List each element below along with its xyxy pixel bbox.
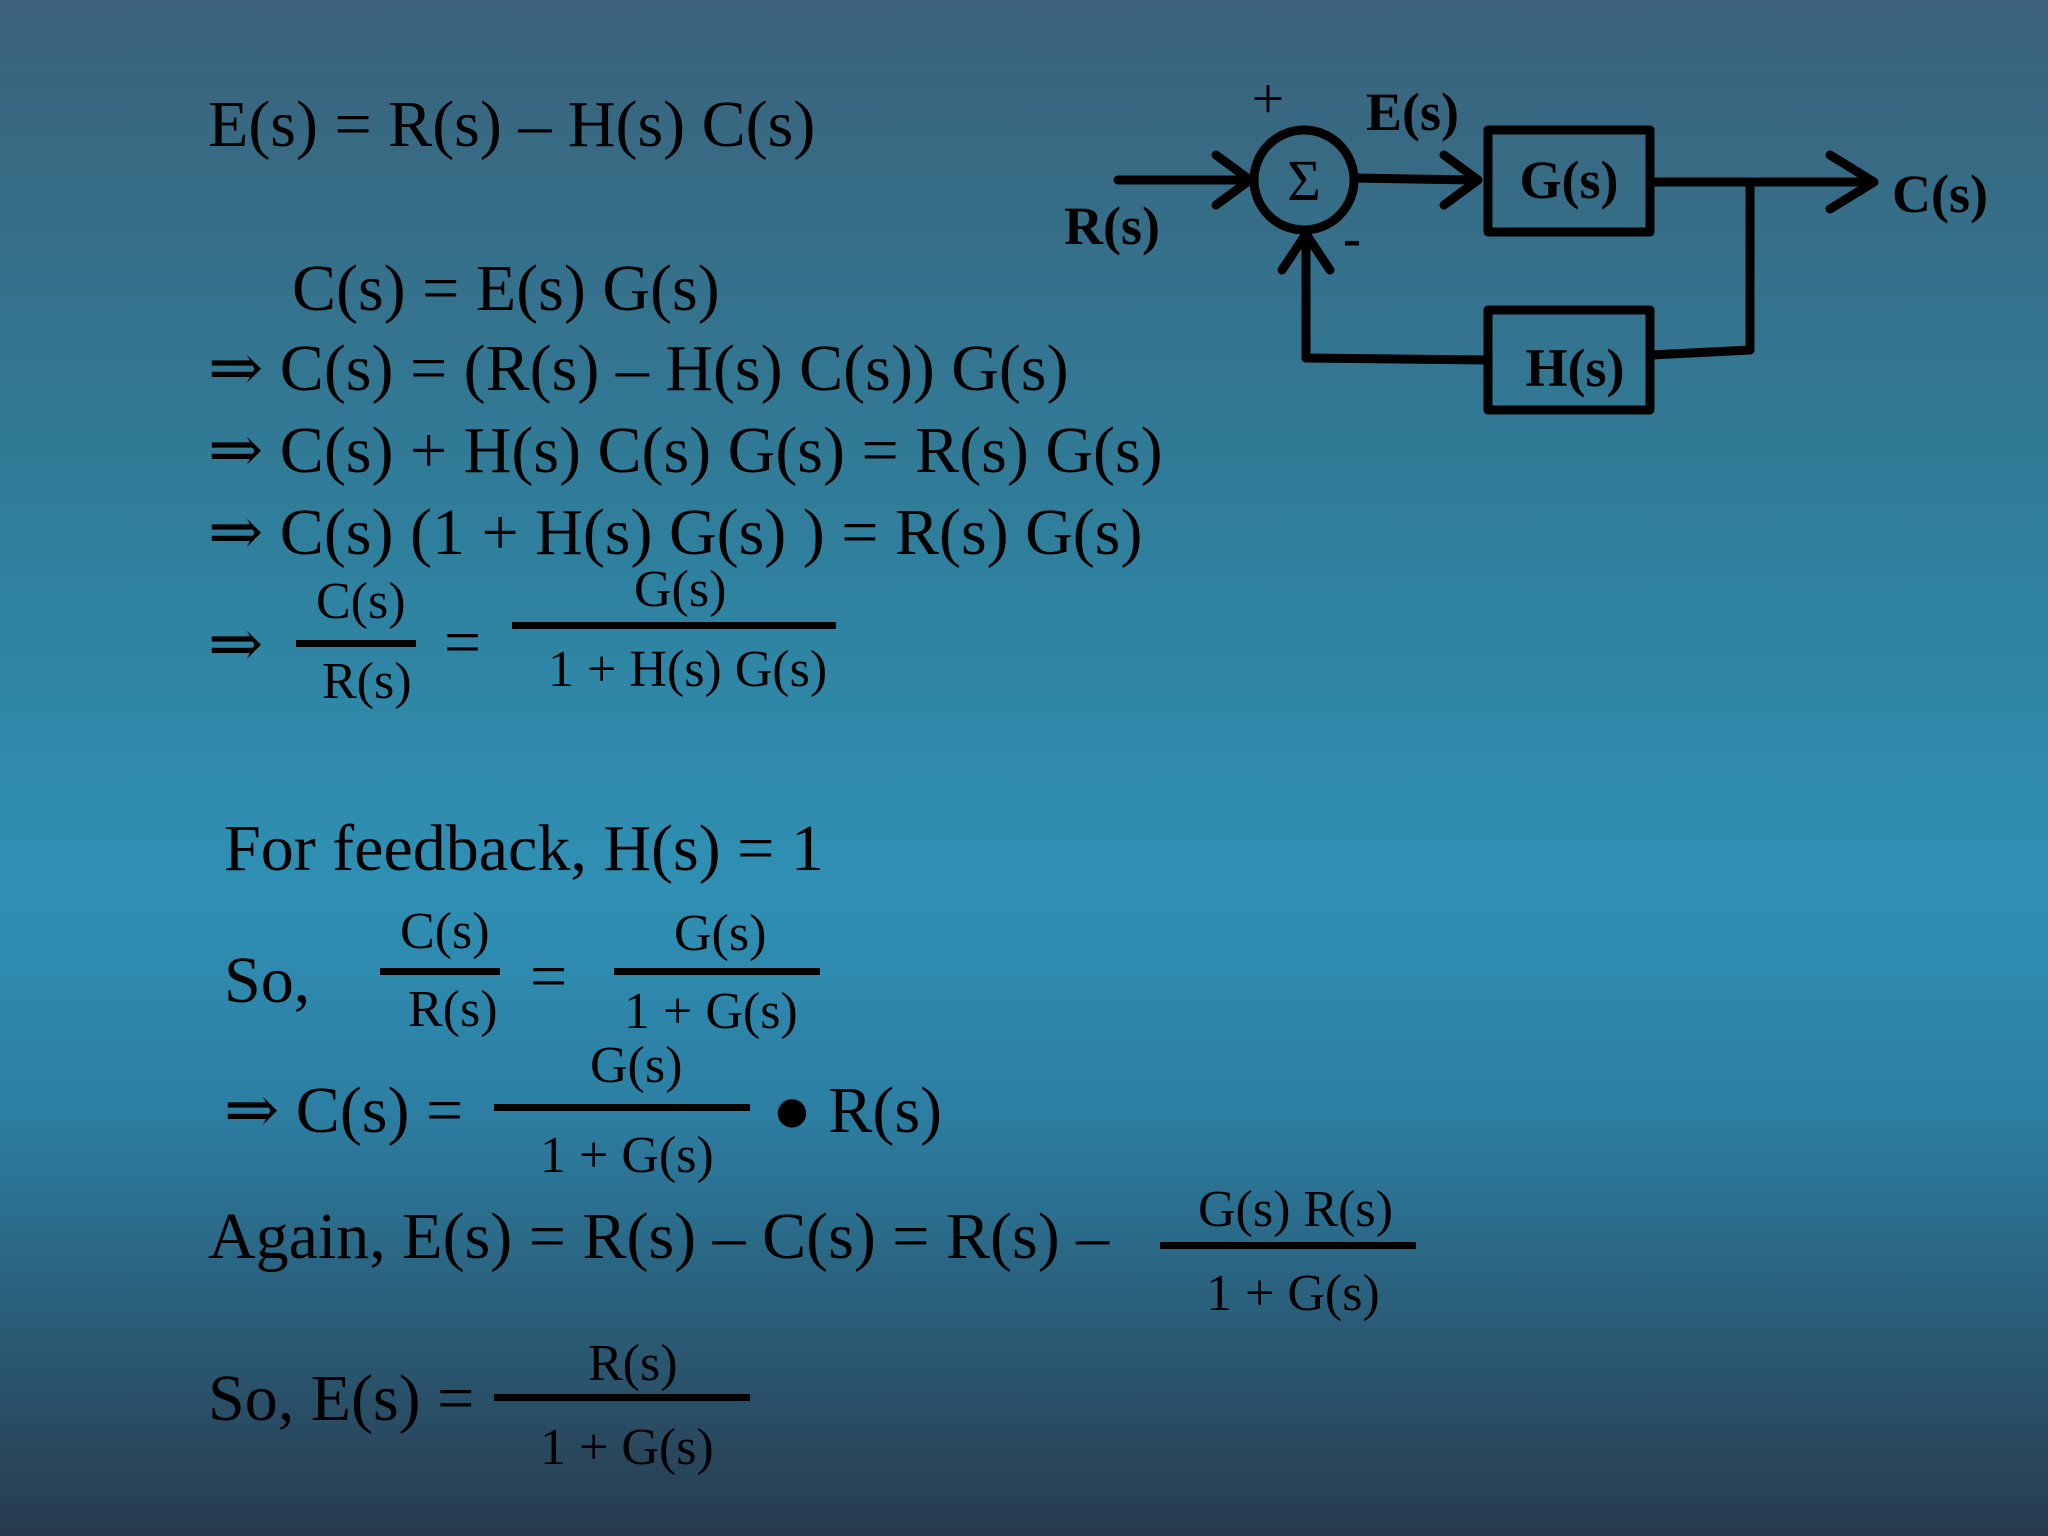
error-definition: E(s) = R(s) – H(s) C(s)	[208, 88, 816, 161]
feedback-heading: For feedback, H(s) = 1	[224, 812, 824, 885]
so-right-denominator: 1 + G(s)	[624, 983, 798, 1040]
so-right-fraction-bar	[614, 968, 820, 975]
step4-left-numerator: C(s)	[316, 573, 406, 630]
error-signal-line	[1349, 173, 1481, 185]
error-result-numerator: R(s)	[588, 1335, 678, 1392]
feedback-left-line	[1301, 353, 1493, 365]
again-prefix: Again, E(s) = R(s) – C(s) = R(s) –	[208, 1200, 1110, 1273]
so-left-fraction-bar	[380, 968, 500, 975]
minus-sign: -	[1343, 208, 1361, 268]
step4-right-fraction-bar	[512, 622, 836, 629]
forward-block-label: G(s)	[1520, 150, 1619, 210]
feedback-right-line	[1645, 345, 1755, 360]
closed-loop-output-numerator: G(s)	[590, 1037, 683, 1094]
feedback-block-label: H(s)	[1526, 338, 1625, 398]
closed-loop-output-denominator: 1 + G(s)	[540, 1127, 714, 1184]
error-result-fraction-bar	[494, 1394, 750, 1401]
derivation-step-3: ⇒ C(s) (1 + H(s) G(s) ) = R(s) G(s)	[208, 496, 1143, 569]
step4-right-numerator: G(s)	[634, 561, 727, 618]
so-left-denominator: R(s)	[408, 981, 498, 1038]
output-definition: C(s) = E(s) G(s)	[292, 252, 720, 325]
derivation-step-1: ⇒ C(s) = (R(s) – H(s) C(s)) G(s)	[208, 332, 1069, 405]
closed-loop-output-prefix: ⇒ C(s) =	[224, 1074, 464, 1147]
input-label: R(s)	[1064, 196, 1160, 256]
again-fraction-bar	[1160, 1242, 1416, 1249]
closed-loop-output-fraction-bar	[494, 1104, 750, 1111]
so-right-numerator: G(s)	[674, 905, 767, 962]
error-result-prefix: So, E(s) =	[208, 1362, 475, 1435]
derivation-step-2: ⇒ C(s) + H(s) C(s) G(s) = R(s) G(s)	[208, 414, 1163, 487]
step4-equals: =	[444, 606, 482, 679]
so-left-numerator: C(s)	[400, 903, 490, 960]
again-numerator: G(s) R(s)	[1198, 1181, 1393, 1238]
step4-implies: ⇒	[208, 608, 264, 681]
so-equals: =	[530, 940, 568, 1013]
closed-loop-output-suffix: ● R(s)	[772, 1074, 943, 1147]
step4-right-denominator: 1 + H(s) G(s)	[548, 641, 828, 698]
again-denominator: 1 + G(s)	[1206, 1265, 1380, 1322]
output-arrowhead	[1825, 150, 1879, 214]
error-result-denominator: 1 + G(s)	[540, 1419, 714, 1476]
output-label: C(s)	[1892, 164, 1988, 224]
so-prefix: So,	[224, 944, 311, 1017]
error-arrowhead	[1439, 150, 1483, 210]
error-label: E(s)	[1366, 82, 1459, 142]
summer-symbol: Σ	[1287, 148, 1321, 213]
step4-left-fraction-bar	[296, 640, 416, 647]
feedback-arrowhead	[1277, 229, 1335, 275]
step4-left-denominator: R(s)	[322, 653, 412, 710]
plus-sign: +	[1252, 66, 1285, 131]
